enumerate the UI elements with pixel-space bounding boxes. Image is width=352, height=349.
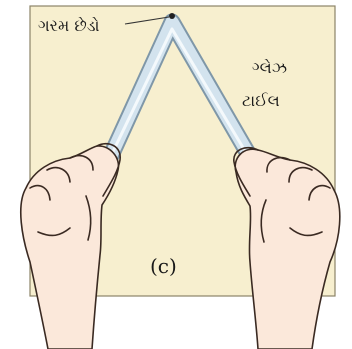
subfigure-label: (c) bbox=[150, 254, 177, 278]
hot-end-dot bbox=[169, 13, 175, 19]
right-hand bbox=[233, 146, 341, 349]
bent-glass-tube bbox=[84, 13, 277, 204]
hot-end-pointer bbox=[124, 16, 170, 25]
glazed-tile-label-line1: ગ્લેઝ bbox=[252, 58, 288, 77]
glazed-tile-label-line2: ટાઈલ bbox=[242, 91, 280, 110]
left-hand bbox=[20, 142, 121, 349]
hot-end-label: ગરમ છેડો bbox=[38, 16, 100, 35]
